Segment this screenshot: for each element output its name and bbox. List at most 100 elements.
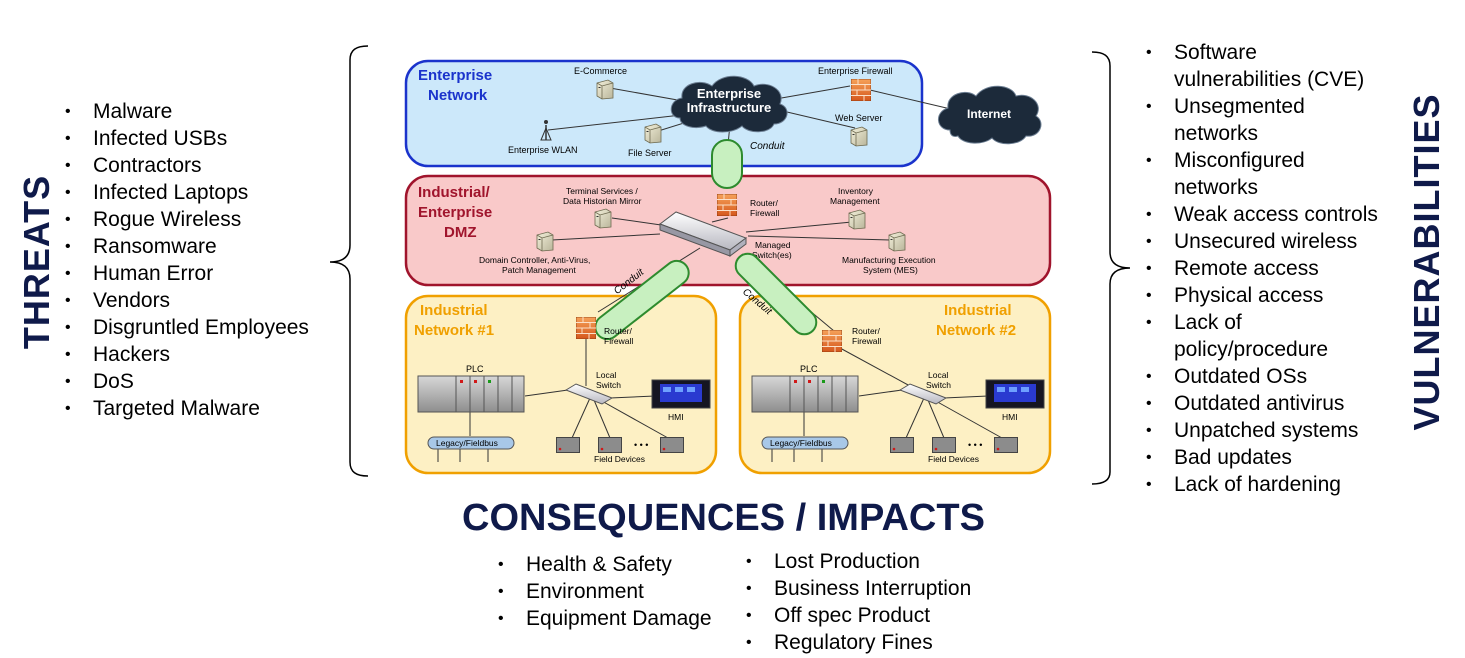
enterprise-network-zone (404, 59, 924, 168)
net2-field-device-icon (890, 437, 914, 453)
net1-legacy-bus (427, 436, 515, 450)
threat-item: Targeted Malware (65, 395, 309, 422)
net1-field-device-icon (556, 437, 580, 453)
net2-field-device-icon (932, 437, 956, 453)
net1-title-2: Network #1 (414, 322, 494, 339)
threat-item: Hackers (65, 341, 309, 368)
dmz-title-3: DMZ (444, 224, 477, 241)
net1-field-dots: • • • (634, 440, 648, 450)
file-server-label: File Server (628, 148, 672, 158)
consequence-item: Off spec Product (746, 602, 971, 629)
vulnerability-item: Lack of policy/procedure (1146, 309, 1354, 363)
net1-hmi-label: HMI (668, 412, 684, 422)
consequence-item: Regulatory Fines (746, 629, 971, 656)
enterprise-title-2: Network (428, 87, 488, 104)
threats-list: Malware Infected USBs Contractors Infect… (65, 98, 309, 422)
net2-field-device-icon (994, 437, 1018, 453)
threat-item: Malware (65, 98, 309, 125)
vulnerability-item: Unpatched systems (1146, 417, 1446, 444)
threat-item: Ransomware (65, 233, 309, 260)
web-server-label: Web Server (835, 113, 882, 123)
net2-legacy-label: Legacy/Fieldbus (770, 438, 832, 448)
net2-local-switch-icon (898, 383, 948, 405)
net1-local-switch-icon (564, 383, 614, 405)
net1-router-label-2: Firewall (604, 336, 633, 346)
mes-label-2: System (MES) (863, 265, 918, 275)
consequences-right-list: Lost Production Business Interruption Of… (746, 548, 971, 656)
net1-switch-label: Local (596, 370, 616, 380)
vulnerability-item: Weak access controls (1146, 201, 1446, 228)
net1-router-label: Router/ (604, 326, 633, 336)
domain-controller-label-2: Patch Management (502, 265, 576, 275)
net2-router-label: Router/ (852, 326, 881, 336)
threat-item: Infected USBs (65, 125, 309, 152)
inventory-label-2: Management (830, 196, 880, 206)
enterprise-firewall-icon (851, 79, 871, 101)
enterprise-firewall-label: Enterprise Firewall (818, 66, 893, 76)
enterprise-title: Enterprise (418, 67, 492, 84)
domain-controller-server-icon (536, 231, 554, 252)
threat-item: DoS (65, 368, 309, 395)
managed-switch-label: Managed (755, 240, 791, 250)
vulnerabilities-list: Software vulnerabilities (CVE) Unsegment… (1146, 39, 1446, 498)
consequence-item: Environment (498, 578, 712, 605)
net2-switch-label-2: Switch (926, 380, 951, 390)
file-server-icon (644, 123, 662, 144)
vulnerability-item: Bad updates (1146, 444, 1446, 471)
net1-router-firewall-icon (576, 317, 596, 339)
net2-router-firewall-icon (822, 330, 842, 352)
net2-plc-label: PLC (800, 364, 818, 374)
internet-label: Internet (967, 107, 1011, 121)
vulnerability-item: Unsecured wireless (1146, 228, 1446, 255)
vulnerability-item: Misconfigured networks (1146, 147, 1354, 201)
ecommerce-server-icon (596, 79, 614, 100)
net2-hmi-icon (985, 379, 1045, 409)
vulnerability-item: Outdated antivirus (1146, 390, 1446, 417)
dmz-net1-conduit (594, 259, 690, 341)
infrastructure-label: Enterprise (697, 86, 761, 101)
terminal-server-icon (594, 208, 612, 229)
vulnerability-item: Software vulnerabilities (CVE) (1146, 39, 1384, 93)
net1-plc-icon (417, 375, 525, 413)
web-server-icon (850, 126, 868, 147)
vulnerability-item: Lack of hardening (1146, 471, 1446, 498)
conduit-label-top: Conduit (750, 141, 786, 152)
net1-title: Industrial (420, 302, 488, 319)
mes-server-icon (888, 231, 906, 252)
net1-legacy-label: Legacy/Fieldbus (436, 438, 498, 448)
dmz-title: Industrial/ (418, 184, 491, 201)
mes-label: Manufacturing Execution (842, 255, 936, 265)
consequence-item: Equipment Damage (498, 605, 712, 632)
dmz-router-label: Router/ (750, 198, 779, 208)
vulnerability-item: Unsegmented networks (1146, 93, 1354, 147)
net2-switch-label: Local (928, 370, 948, 380)
dmz-router-firewall-icon (717, 194, 737, 216)
net1-field-device-icon (598, 437, 622, 453)
net1-plc-label: PLC (466, 364, 484, 374)
threat-item: Human Error (65, 260, 309, 287)
managed-switch-icon (658, 211, 748, 257)
internet-cloud-icon (938, 85, 1042, 145)
dmz-title-2: Enterprise (418, 204, 492, 221)
threat-item: Infected Laptops (65, 179, 309, 206)
threat-item: Vendors (65, 287, 309, 314)
consequence-item: Business Interruption (746, 575, 971, 602)
consequence-item: Health & Safety (498, 551, 712, 578)
infrastructure-label-2: Infrastructure (687, 100, 772, 115)
inventory-label: Inventory (838, 186, 874, 196)
net1-field-devices-label: Field Devices (594, 454, 645, 464)
threat-item: Disgruntled Employees (65, 314, 309, 341)
threat-item: Contractors (65, 152, 309, 179)
dmz-router-label-2: Firewall (750, 208, 779, 218)
net2-router-label-2: Firewall (852, 336, 881, 346)
net2-title: Industrial (944, 302, 1012, 319)
net2-legacy-bus (761, 436, 849, 450)
net2-field-devices-label: Field Devices (928, 454, 979, 464)
net2-hmi-label: HMI (1002, 412, 1018, 422)
threats-brace (329, 45, 369, 477)
vulnerability-item: Outdated OSs (1146, 363, 1446, 390)
consequences-left-list: Health & Safety Environment Equipment Da… (498, 551, 712, 632)
wlan-label: Enterprise WLAN (508, 145, 578, 155)
net1-field-device-icon (660, 437, 684, 453)
